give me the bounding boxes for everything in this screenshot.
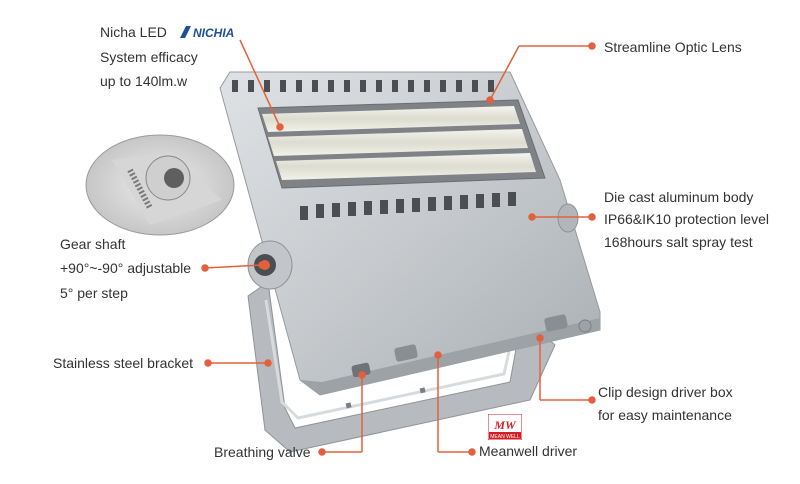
driver-box-clips: [394, 314, 592, 362]
top-cooling-fins: [232, 80, 494, 92]
label-bracket: Stainless steel bracket: [53, 355, 194, 371]
optic-lens: [262, 106, 536, 180]
label-breathing-valve: Breathing valve: [214, 444, 311, 460]
label-nichia-led: Nicha LED: [100, 24, 167, 40]
label-gear-line3: 5° per step: [60, 285, 128, 301]
label-optic-lens: Streamline Optic Lens: [604, 39, 742, 55]
label-efficacy-line1: System efficacy: [100, 49, 198, 65]
gear-shaft-knob: [247, 240, 293, 290]
label-body-line1: Die cast aluminum body: [604, 189, 754, 205]
label-clip-line1: Clip design driver box: [598, 384, 733, 400]
label-clip-line2: for easy maintenance: [598, 407, 732, 423]
lower-cooling-fins: [300, 192, 516, 220]
label-gear-line2: +90°~-90° adjustable: [60, 260, 192, 276]
label-meanwell-driver: Meanwell driver: [479, 443, 578, 459]
label-gear-line1: Gear shaft: [60, 236, 126, 252]
nichia-logo-text: NICHIA: [193, 26, 234, 40]
breathing-valve: [351, 362, 371, 378]
label-body-line2: IP66&IK10 protection level: [604, 211, 769, 227]
nichia-logo: NICHIA: [178, 24, 248, 45]
meanwell-logo-top: MW: [493, 418, 517, 432]
label-efficacy-line2: up to 140lm.w: [100, 73, 188, 89]
meanwell-logo: MW MEAN WELL: [487, 413, 523, 445]
aluminum-housing: [219, 71, 601, 396]
callout-lines: [201, 39, 596, 456]
gear-shaft-zoom: [85, 134, 235, 236]
label-body-line3: 168hours salt spray test: [604, 234, 753, 250]
meanwell-logo-bottom: MEAN WELL: [490, 434, 520, 440]
